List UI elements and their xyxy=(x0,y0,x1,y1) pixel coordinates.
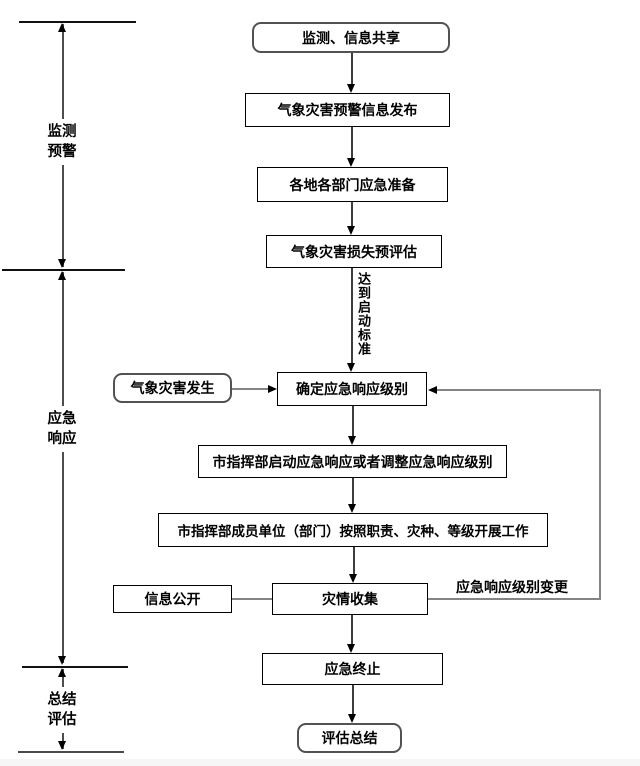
arrow-down-icon xyxy=(348,504,356,513)
edge-label-threshold: 达到启动标准 xyxy=(356,272,371,360)
node-disaster-occurs: 气象灾害发生 xyxy=(113,373,232,403)
edge-info-to-n8 xyxy=(232,598,272,600)
node-start-adjust-response: 市指挥部启动应急响应或者调整应急响应级别 xyxy=(198,445,507,478)
phase-label-line: 响应 xyxy=(47,431,77,447)
edge-n4-n5 xyxy=(351,268,353,364)
arrow-up-icon xyxy=(58,23,66,32)
arrow-up-icon xyxy=(58,271,66,280)
edge-loop-top xyxy=(437,389,601,391)
arrow-down-icon xyxy=(58,741,66,750)
node-warning-info-release: 气象灾害预警信息发布 xyxy=(245,93,450,127)
page-bottom-strip xyxy=(0,759,640,766)
phase-label-line: 预警 xyxy=(47,144,77,160)
arrow-down-icon xyxy=(58,656,66,665)
axis-divider-1 xyxy=(2,269,125,271)
edge-n8-n9 xyxy=(351,615,353,645)
phase-label-monitoring: 监测 预警 xyxy=(30,119,94,165)
phase-label-summary: 总结 评估 xyxy=(30,687,94,733)
arrow-down-icon xyxy=(347,644,355,653)
phase-label-line: 总结 xyxy=(47,692,77,708)
arrow-down-icon xyxy=(349,574,357,583)
arrow-right-icon xyxy=(268,385,277,393)
edge-n3-n4 xyxy=(351,202,353,227)
arrow-down-icon xyxy=(348,714,356,723)
arrow-down-icon xyxy=(347,226,355,235)
arrow-down-icon xyxy=(347,158,355,167)
phase-label-line: 应急 xyxy=(47,411,77,427)
arrow-down-icon xyxy=(347,84,355,93)
edge-n2-n3 xyxy=(351,127,353,159)
axis-segment-response xyxy=(62,272,64,663)
edge-n5-n6 xyxy=(352,406,354,437)
axis-bottom-line xyxy=(18,751,124,753)
node-monitoring-sharing: 监测、信息共享 xyxy=(252,22,450,53)
axis-top-line xyxy=(19,21,136,23)
arrow-down-icon xyxy=(58,259,66,268)
edge-label-level-change: 应急响应级别变更 xyxy=(456,579,568,595)
node-determine-response-level: 确定应急响应级别 xyxy=(277,372,427,406)
edge-n6-n7 xyxy=(352,478,354,505)
edge-n1-n2 xyxy=(351,53,353,85)
node-emergency-termination: 应急终止 xyxy=(262,653,443,685)
phase-label-line: 监测 xyxy=(47,124,77,140)
phase-label-response: 应急 响应 xyxy=(30,406,94,452)
axis-divider-2 xyxy=(22,666,128,668)
arrow-down-icon xyxy=(348,436,356,445)
arrow-left-icon xyxy=(428,386,437,394)
arrow-down-icon xyxy=(347,363,355,372)
node-loss-preassessment: 气象灾害损失预评估 xyxy=(266,235,442,268)
edge-disaster-to-n5 xyxy=(232,388,269,390)
edge-loop-right xyxy=(599,389,601,600)
node-info-disclosure: 信息公开 xyxy=(113,585,232,613)
edge-loop-bottom xyxy=(428,598,601,600)
node-disaster-collection: 灾情收集 xyxy=(272,583,428,615)
node-member-units-work: 市指挥部成员单位（部门）按照职责、灾种、等级开展工作 xyxy=(158,513,548,547)
node-evaluation-summary: 评估总结 xyxy=(297,723,402,753)
phase-label-line: 评估 xyxy=(47,712,77,728)
node-emergency-preparation: 各地各部门应急准备 xyxy=(257,167,448,202)
arrow-up-icon xyxy=(58,668,66,677)
edge-n9-n10 xyxy=(352,685,354,715)
edge-n7-n8 xyxy=(353,547,355,575)
